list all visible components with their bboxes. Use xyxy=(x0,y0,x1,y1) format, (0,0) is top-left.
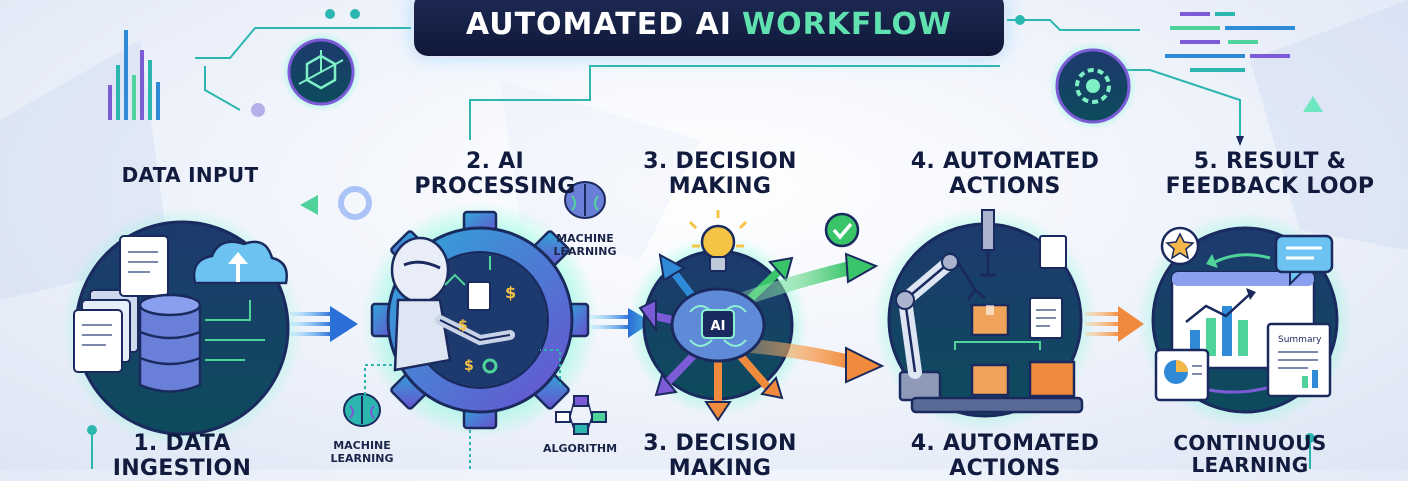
title-banner: AUTOMATED AI WORKFLOW xyxy=(414,0,1004,56)
title-part-1: AUTOMATED AI xyxy=(465,6,732,42)
decision-branch-green xyxy=(737,252,879,307)
svg-text:$: $ xyxy=(505,283,516,302)
algorithm-label: ALGORITHM xyxy=(542,442,618,455)
bar-chart-icon xyxy=(108,30,160,120)
stage-5-footer: CONTINUOUS LEARNING xyxy=(1173,431,1327,478)
chat-icon xyxy=(1274,234,1334,287)
ai-chip-label: AI xyxy=(711,319,726,334)
summary-label: Summary xyxy=(1278,335,1322,345)
stage-1-header: DATA INPUT xyxy=(121,163,259,187)
processing-symbols: $ $ $ xyxy=(444,256,516,374)
cloud-upload-icon xyxy=(192,240,288,285)
lightbulb-icon xyxy=(688,210,748,272)
checkmark-icon xyxy=(824,212,860,248)
flow-arrow-4 xyxy=(1085,306,1144,342)
machine-learning-label-bottom: MACHINE LEARNING xyxy=(330,439,394,465)
decor-ring xyxy=(338,186,372,220)
stage-5-header: 5. RESULT & FEEDBACK LOOP xyxy=(1165,149,1375,199)
svg-text:$: $ xyxy=(464,358,474,374)
conveyor-belt xyxy=(910,341,1084,414)
flow-arrow-1 xyxy=(290,306,358,342)
star-icon xyxy=(1160,226,1200,266)
connector-lines xyxy=(364,349,561,469)
summary-document-icon: Summary xyxy=(1266,322,1332,398)
stage-4-footer: 4. AUTOMATED ACTIONS xyxy=(910,431,1100,481)
document-stack-icon xyxy=(73,235,169,373)
circuit-lines xyxy=(195,9,1241,140)
svg-text:$: $ xyxy=(458,318,468,334)
stage-2-header: 2. AI PROCESSING xyxy=(414,149,576,199)
stage-1-footer: 1. DATA INGESTION xyxy=(112,431,252,481)
workflow-diagram: $ $ $ xyxy=(0,0,1408,469)
network-node-icon xyxy=(281,32,361,112)
decor-triangle xyxy=(1303,96,1323,112)
pie-chart-icon xyxy=(1154,348,1210,402)
stage-3-footer: 3. DECISION MAKING xyxy=(643,431,797,481)
title-part-2: WORKFLOW xyxy=(741,6,953,42)
brain-icon xyxy=(343,393,381,427)
code-lines-icon xyxy=(1165,12,1295,72)
machine-learning-label-top: MACHINE LEARNING xyxy=(553,232,617,258)
bottom-connectors xyxy=(87,425,1315,469)
brain-icon xyxy=(564,181,606,219)
brain-icon xyxy=(670,287,766,363)
database-icon xyxy=(138,293,202,393)
algorithm-icon xyxy=(555,395,607,435)
robot-icon xyxy=(390,236,515,372)
box-icon xyxy=(970,303,1076,398)
stage-4-header: 4. AUTOMATED ACTIONS xyxy=(910,149,1100,199)
gear-brain-node-icon xyxy=(1049,42,1137,130)
decor-triangle xyxy=(300,195,318,215)
document-icon xyxy=(1029,235,1067,339)
stage-3-header: 3. DECISION MAKING xyxy=(643,149,797,199)
robotic-arm-icon xyxy=(895,209,996,402)
decor-dot xyxy=(251,103,265,117)
data-flow-lines xyxy=(205,300,265,361)
